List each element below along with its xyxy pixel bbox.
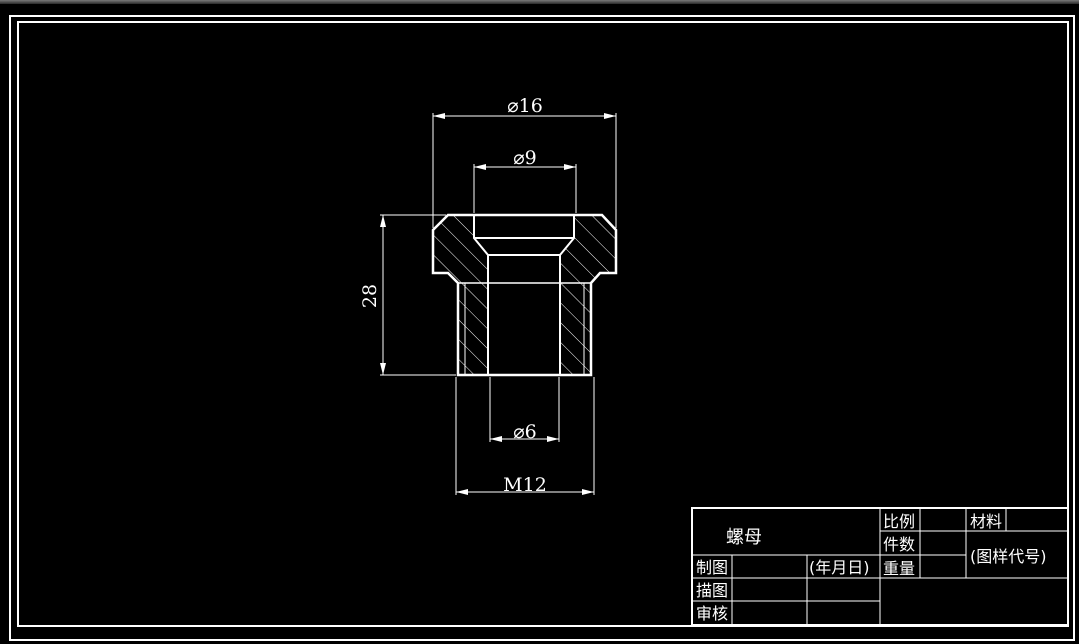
drawing-code: (图样代号): [970, 547, 1047, 566]
weight-label: 重量: [883, 559, 915, 578]
material-label: 材料: [970, 512, 1002, 531]
title-block: 螺母 比例 材料 件数 (图样代号) 重量 制图 (年月日) 描图 审核: [691, 507, 1069, 626]
scale-label: 比例: [883, 512, 915, 531]
section-hatch-right: [560, 215, 616, 375]
date-label: (年月日): [809, 558, 870, 577]
thread-minor-lines: [464, 283, 585, 375]
window-top-edge: [0, 0, 1079, 4]
dim-text-outer-diameter: ⌀16: [507, 95, 543, 117]
dimension-thread[interactable]: M12: [455, 377, 595, 496]
section-hatch-left: [433, 215, 488, 375]
bore-outline: [487, 254, 561, 375]
part-name: 螺母: [726, 527, 762, 548]
outer-sheet-border: [9, 15, 1075, 641]
traced-label: 描图: [696, 581, 728, 600]
dimension-inner-diameter[interactable]: ⌀6: [489, 377, 560, 443]
checked-label: 审核: [696, 604, 728, 623]
quantity-label: 件数: [883, 535, 915, 554]
counterbore-outline: [473, 215, 575, 256]
dim-text-thread: M12: [503, 474, 547, 496]
dimension-height[interactable]: 28: [359, 214, 456, 376]
dim-text-inner-diameter: ⌀6: [513, 421, 537, 443]
dimension-outer-diameter[interactable]: ⌀16: [432, 95, 617, 228]
dim-text-bore-diameter: ⌀9: [513, 147, 537, 169]
drawn-label: 制图: [696, 558, 728, 577]
dim-text-height: 28: [359, 284, 381, 308]
inner-sheet-frame: [17, 21, 1069, 627]
dimension-bore-diameter[interactable]: ⌀9: [473, 147, 577, 213]
